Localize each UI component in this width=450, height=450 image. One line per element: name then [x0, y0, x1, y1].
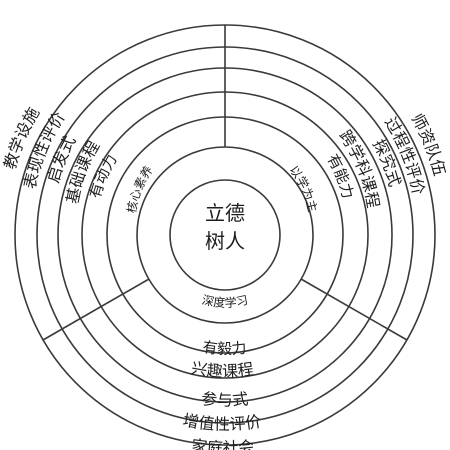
- label-value-added-evaluation: 增值性评价: [181, 410, 262, 433]
- label-interest-courses: 兴趣课程: [190, 358, 255, 381]
- center-title-line2: 树人: [205, 229, 245, 253]
- core-ring: [169, 179, 281, 291]
- label-perseverance: 有毅力: [202, 338, 248, 358]
- center-title-line1: 立德: [205, 201, 245, 225]
- spoke-lower-left: [42, 278, 150, 341]
- spoke-lower-right: [300, 278, 408, 341]
- label-student-centered: 以学为主: [287, 163, 320, 213]
- label-family-society: 家庭社会: [190, 436, 255, 450]
- label-deep-learning: 深度学习: [201, 293, 250, 310]
- label-participatory: 参与式: [200, 389, 249, 409]
